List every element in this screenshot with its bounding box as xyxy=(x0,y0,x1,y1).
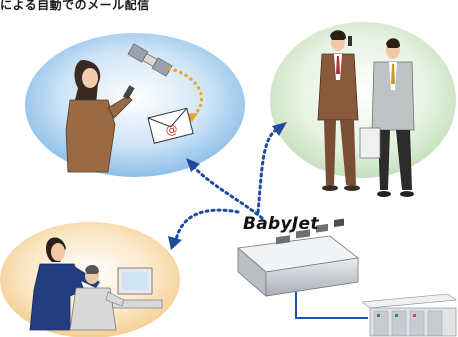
woman-with-phone-figure xyxy=(65,60,135,173)
business-men-bubble xyxy=(270,22,456,197)
office-workers-bubble xyxy=(0,222,180,337)
page-caption: による自動でのメール配信 xyxy=(0,0,150,12)
businessman-with-bag-figure xyxy=(359,38,415,197)
pc-icon xyxy=(111,267,163,309)
businessman-on-phone-figure xyxy=(317,30,360,191)
envelope-at-symbol: @ xyxy=(164,121,179,137)
office-man-figure xyxy=(69,264,125,331)
plc-icon xyxy=(361,293,457,337)
satellite-icon xyxy=(127,43,173,77)
dotted-arrow-to-business xyxy=(256,122,287,214)
babyjet-product-label: BabyJet xyxy=(243,214,319,234)
device-cable xyxy=(295,292,368,319)
mobile-user-bubble: @ xyxy=(25,33,245,177)
dotted-arrow-to-office xyxy=(168,208,240,250)
mobile-phone-icon xyxy=(122,85,135,100)
mobile-phone-icon xyxy=(348,36,352,46)
babyjet-device-icon xyxy=(237,218,359,297)
envelope-at-icon: @ xyxy=(147,107,194,144)
dotted-arrow-to-mobile xyxy=(186,158,264,220)
